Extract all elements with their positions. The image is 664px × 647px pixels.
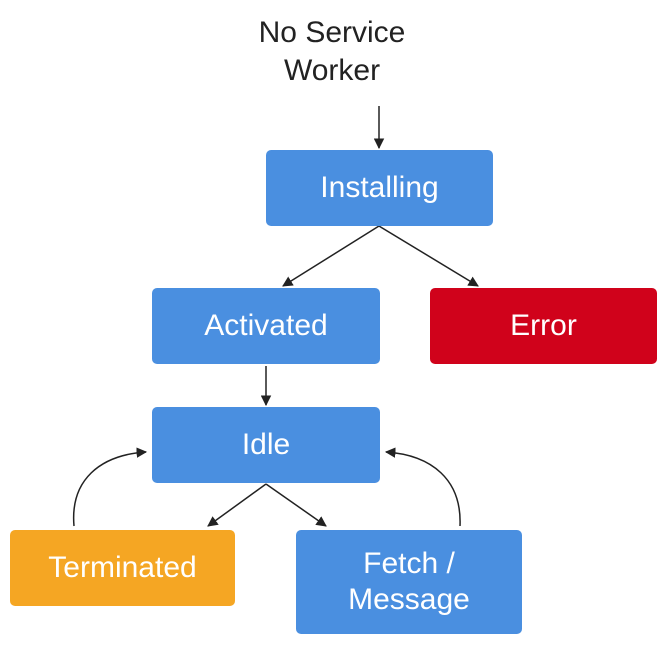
arrow-terminated-to-idle (72, 447, 148, 527)
node-error: Error (430, 288, 657, 364)
node-activated: Activated (152, 288, 380, 364)
arrow-installing-to-error (378, 225, 479, 287)
node-fetch-message: Fetch / Message (296, 530, 522, 634)
arrow-installing-to-activated (282, 225, 380, 287)
start-label: No Service Worker (258, 16, 406, 87)
arrow-idle-to-terminated (207, 483, 267, 527)
arrow-fetch-message-to-idle (384, 447, 461, 527)
arrow-idle-to-fetch-message (265, 483, 327, 527)
node-installing: Installing (266, 150, 493, 226)
node-idle: Idle (152, 407, 380, 483)
node-terminated: Terminated (10, 530, 235, 606)
